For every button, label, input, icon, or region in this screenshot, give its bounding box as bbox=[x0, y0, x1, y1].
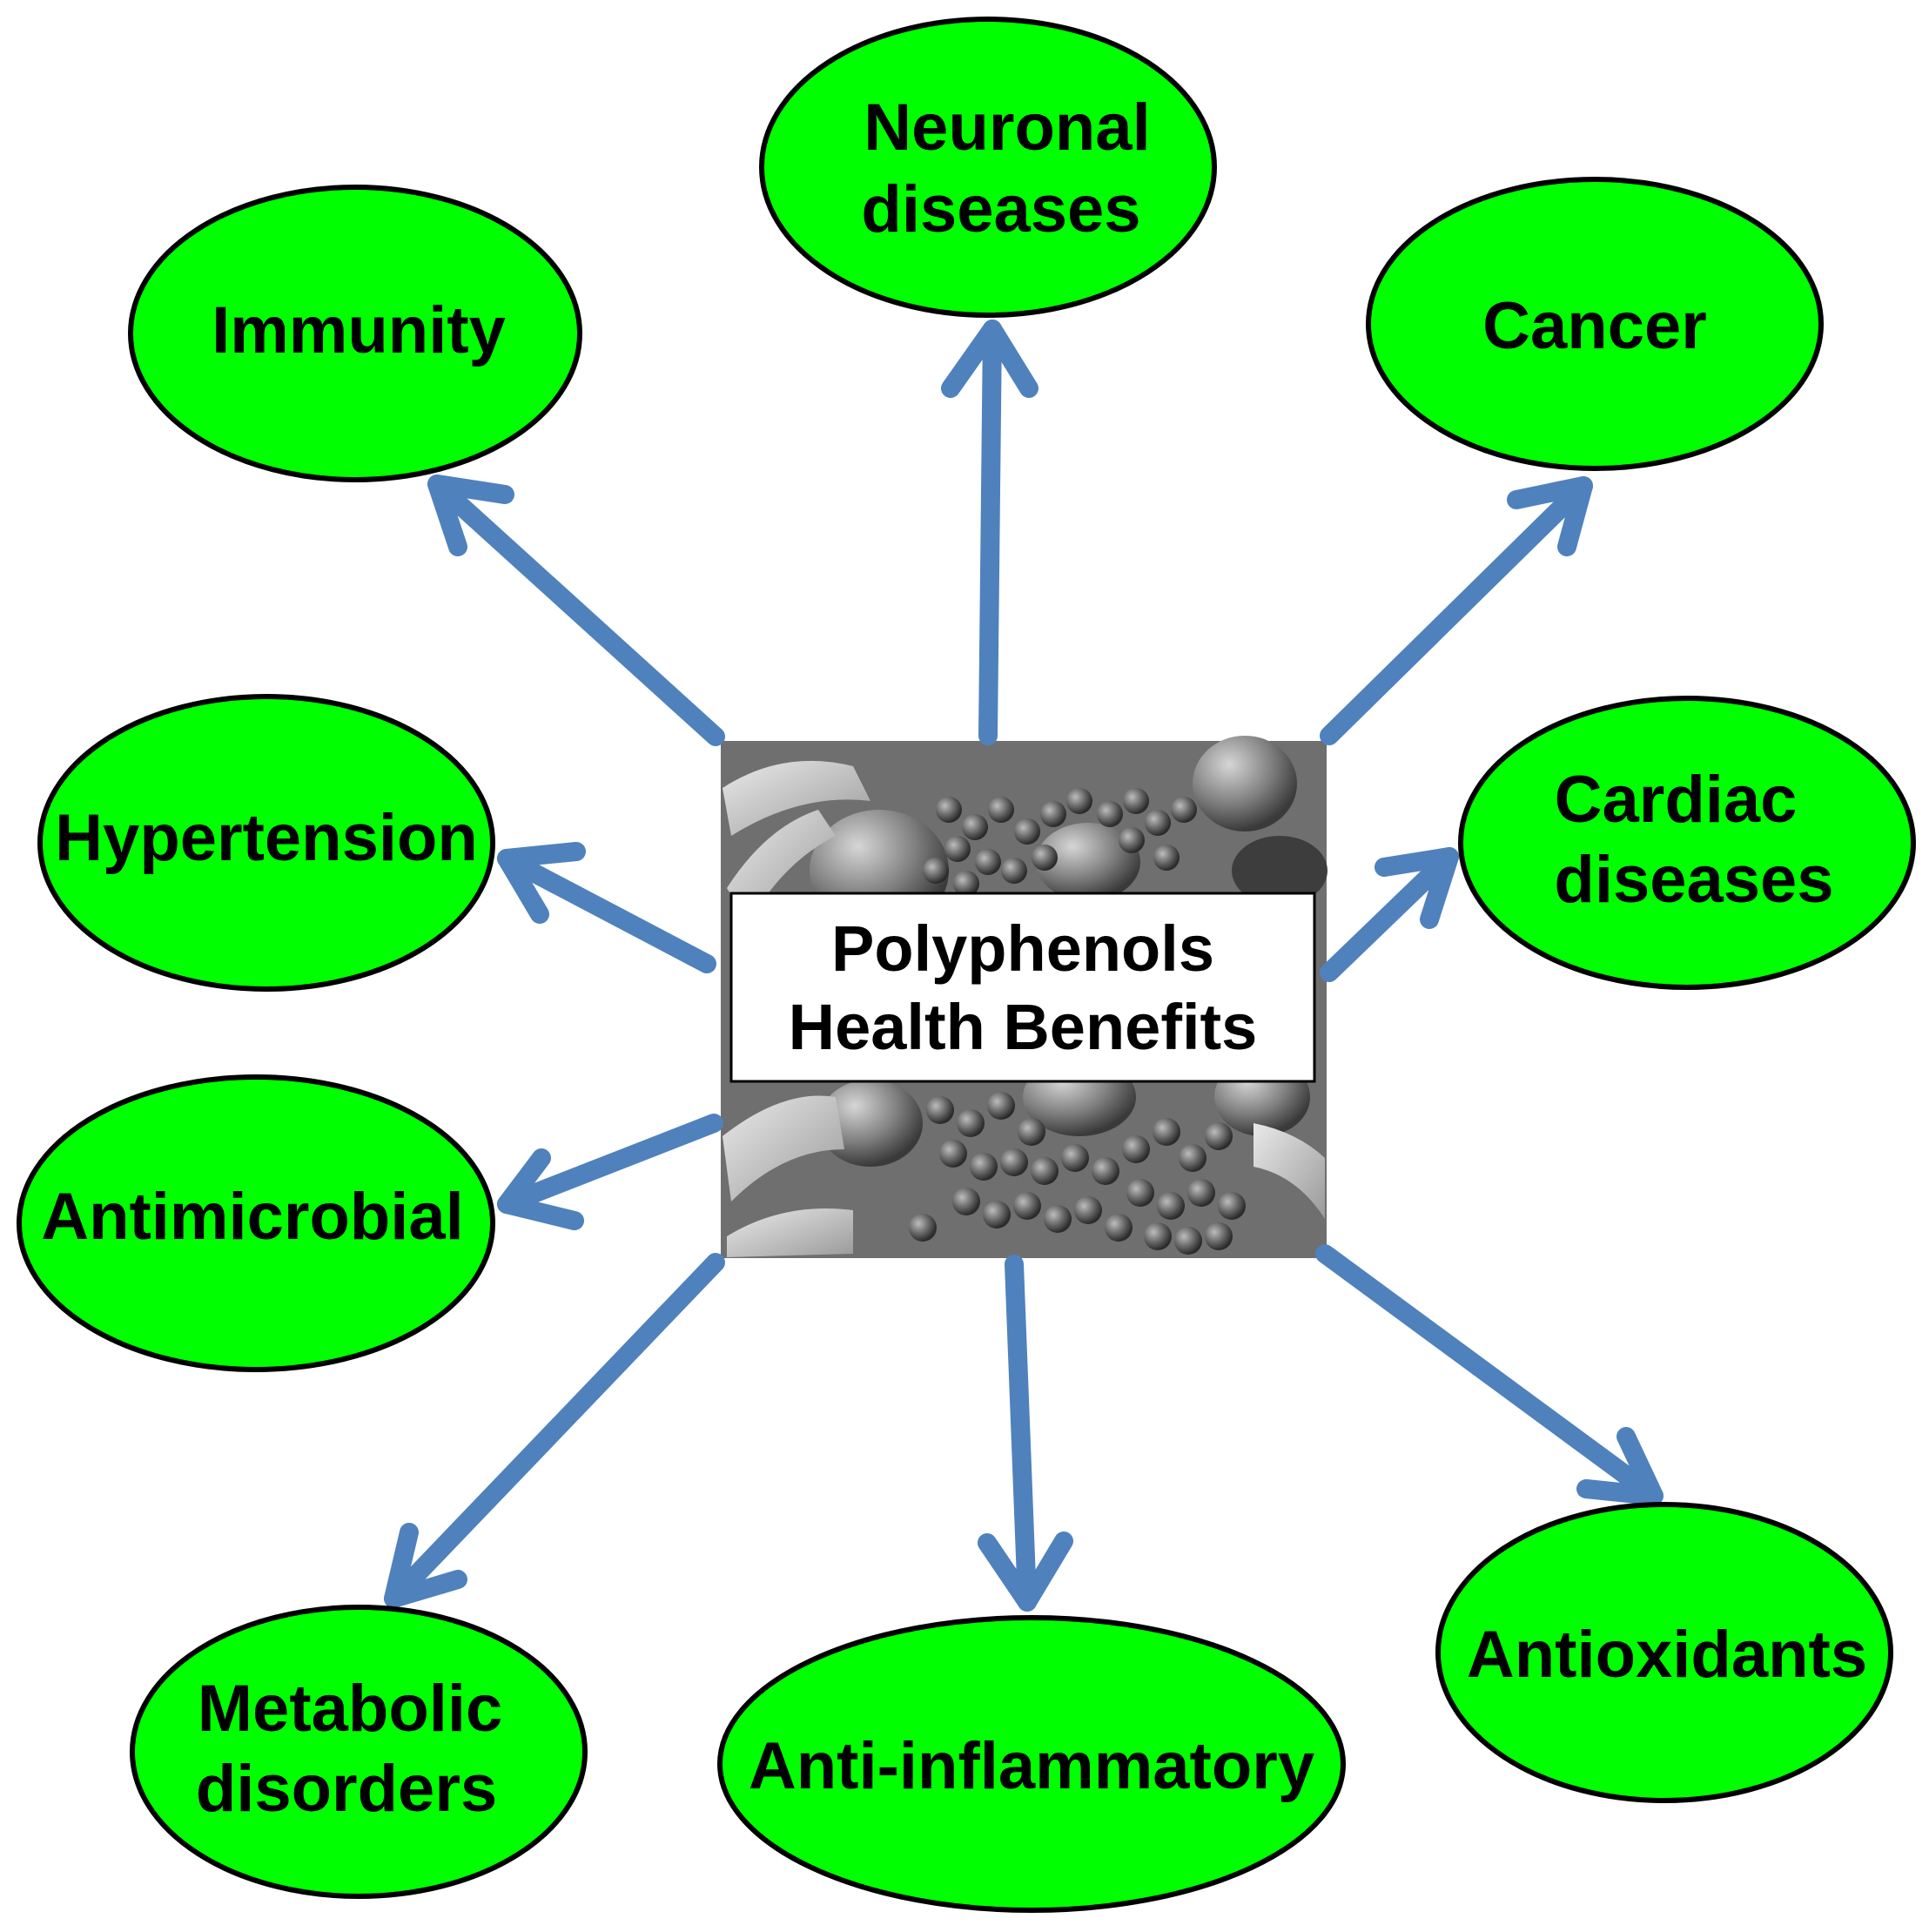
node-hypertension-line1: Hypertension bbox=[55, 801, 478, 875]
node-neuronal-line1: Neuronal bbox=[864, 91, 1150, 165]
node-cardiac-line1: Cardiac bbox=[1555, 763, 1798, 837]
node-hypertension: Hypertension bbox=[37, 694, 495, 992]
node-antiinflammatory-line1: Anti-inflammatory bbox=[749, 1729, 1314, 1803]
arrows bbox=[384, 320, 1664, 1612]
node-antimicrobial-line1: Antimicrobial bbox=[41, 1180, 464, 1254]
node-cardiac-diseases: Cardiac diseases bbox=[1458, 696, 1916, 990]
node-antimicrobial: Antimicrobial bbox=[17, 1074, 495, 1372]
center-title-line2: Health Benefits bbox=[789, 991, 1258, 1063]
node-immunity-line1: Immunity bbox=[212, 293, 506, 367]
node-anti-inflammatory: Anti-inflammatory bbox=[717, 1615, 1346, 1913]
arrow-to-cardiac bbox=[1320, 847, 1459, 982]
node-neuronal-line2: diseases bbox=[861, 172, 1140, 246]
arrow-to-hypertension bbox=[497, 842, 716, 973]
center-label: Polyphenols Health Benefits bbox=[729, 892, 1316, 1083]
node-metabolic-disorders: Metabolic disorders bbox=[130, 1605, 588, 1899]
node-cancer-line1: Cancer bbox=[1482, 289, 1707, 363]
arrow-to-neuronal bbox=[941, 320, 1038, 745]
arrow-to-antiinflammatory bbox=[978, 1255, 1073, 1612]
node-cancer: Cancer bbox=[1366, 177, 1824, 471]
arrow-to-antimicrobial bbox=[497, 1114, 723, 1230]
arrow-to-immunity bbox=[427, 475, 725, 746]
arrow-to-cancer bbox=[1320, 476, 1593, 745]
node-neuronal-diseases: Neuronal diseases bbox=[759, 17, 1217, 318]
node-antioxidants-line1: Antioxidants bbox=[1467, 1618, 1867, 1692]
arrow-to-metabolic bbox=[384, 1253, 725, 1608]
node-cardiac-line2: diseases bbox=[1554, 843, 1833, 917]
node-metabolic-line2: disorders bbox=[196, 1752, 497, 1826]
node-metabolic-line1: Metabolic bbox=[198, 1672, 503, 1746]
node-immunity: Immunity bbox=[128, 185, 582, 482]
arrow-to-antioxidants bbox=[1315, 1244, 1664, 1505]
node-antioxidants: Antioxidants bbox=[1435, 1502, 1893, 1803]
center-title-line1: Polyphenols bbox=[831, 912, 1214, 985]
